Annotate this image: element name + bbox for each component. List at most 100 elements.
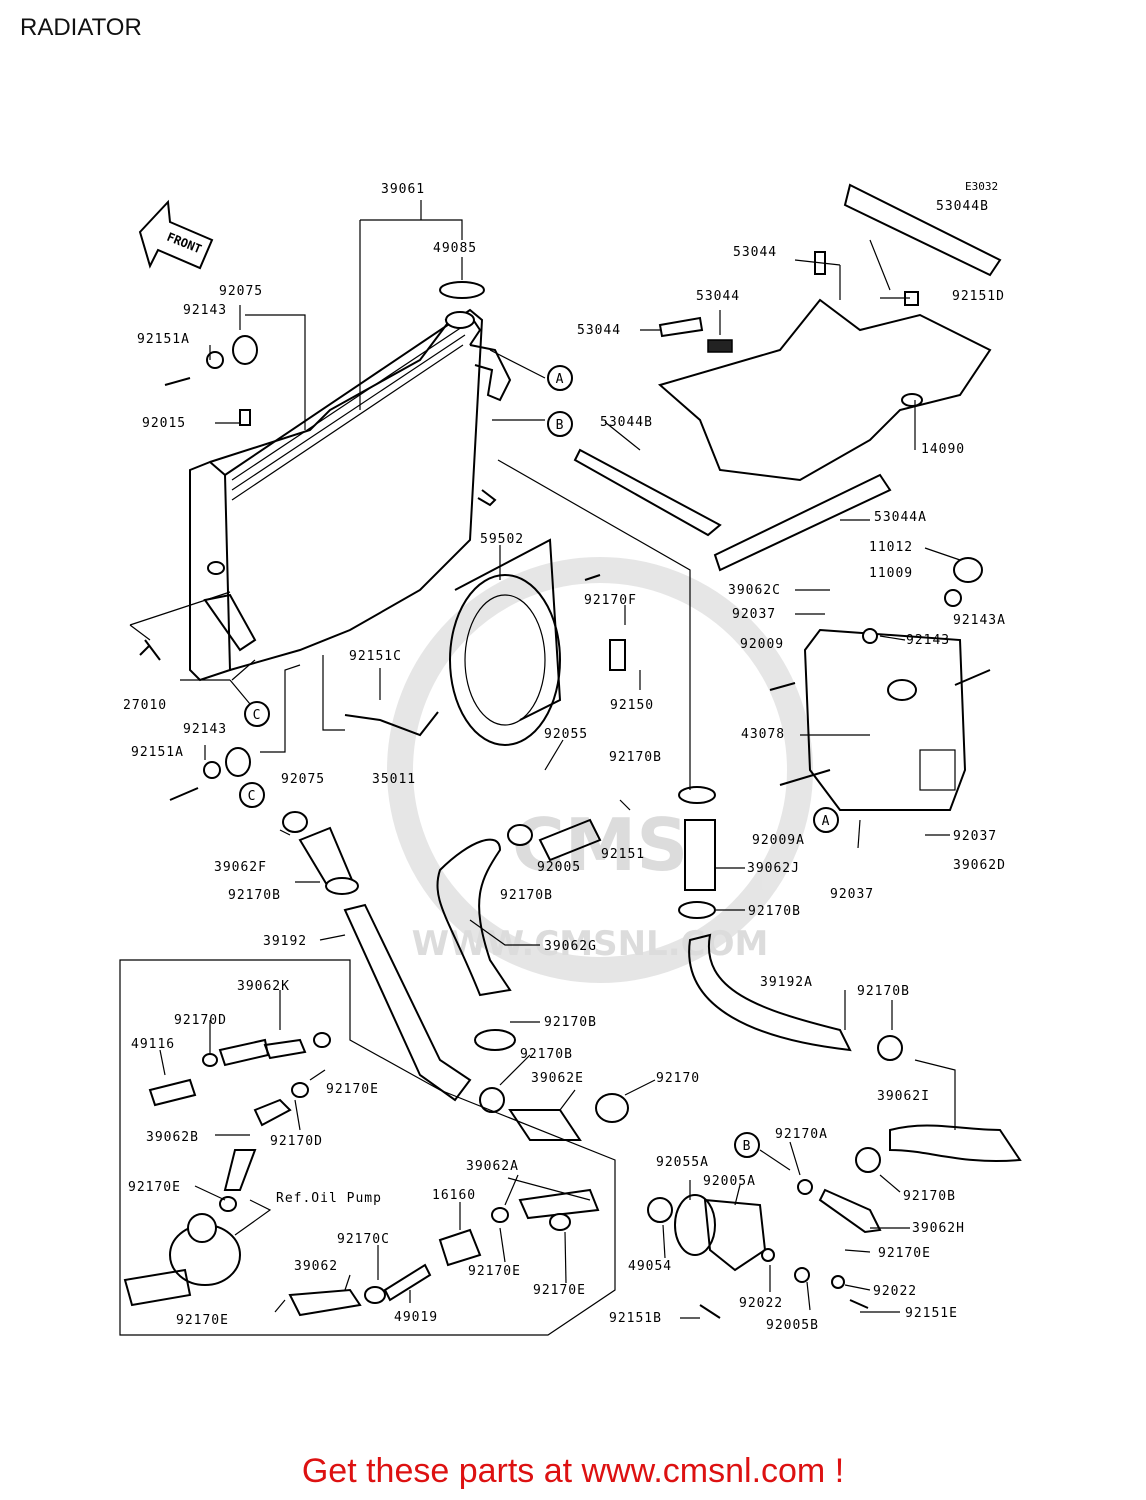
part-label: 92170D bbox=[270, 1134, 323, 1149]
part-label: 92022 bbox=[739, 1296, 783, 1311]
part-label: 92005B bbox=[766, 1318, 819, 1333]
thermostat-housing bbox=[647, 1194, 869, 1319]
part-label: 92170E bbox=[533, 1283, 586, 1298]
part-label: 49019 bbox=[394, 1310, 438, 1325]
part-label: 92151B bbox=[609, 1311, 662, 1326]
washer bbox=[206, 351, 224, 369]
cooling-fan bbox=[449, 538, 626, 746]
grommet bbox=[225, 747, 251, 777]
bolt bbox=[169, 787, 199, 801]
part-label: 39062J bbox=[747, 861, 800, 876]
svg-text:B: B bbox=[556, 418, 565, 433]
svg-text:CMS: CMS bbox=[512, 803, 688, 887]
part-label: 92170B bbox=[500, 888, 553, 903]
svg-text:B: B bbox=[743, 1139, 752, 1154]
part-label: 92037 bbox=[732, 607, 776, 622]
part-label: 92151C bbox=[349, 649, 402, 664]
part-label: 39192 bbox=[263, 934, 307, 949]
part-label: 14090 bbox=[921, 442, 965, 457]
part-label: 39192A bbox=[760, 975, 813, 990]
footer-link[interactable]: Get these parts at www.cmsnl.com ! bbox=[301, 1452, 845, 1490]
part-label: 92150 bbox=[610, 698, 654, 713]
part-label: 53044A bbox=[874, 510, 927, 525]
part-label: 39062K bbox=[237, 979, 290, 994]
part-label: 49116 bbox=[131, 1037, 175, 1052]
callout-a bbox=[813, 807, 839, 833]
part-label: 92143 bbox=[906, 633, 950, 648]
part-label: 92170E bbox=[468, 1264, 521, 1279]
part-label: 39062G bbox=[544, 939, 597, 954]
part-label: 53044 bbox=[696, 289, 740, 304]
part-label: 92055A bbox=[656, 1155, 709, 1170]
part-label: 39062D bbox=[953, 858, 1006, 873]
part-label: 92170B bbox=[544, 1015, 597, 1030]
part-label: 92170B bbox=[228, 888, 281, 903]
part-label: 92009A bbox=[752, 833, 805, 848]
part-label: 92151A bbox=[131, 745, 184, 760]
part-label: 92170B bbox=[857, 984, 910, 999]
oil-pump-inset bbox=[119, 959, 616, 1336]
svg-text:C: C bbox=[253, 708, 262, 723]
leader-lines bbox=[129, 200, 961, 1319]
part-label: 92170B bbox=[748, 904, 801, 919]
hose-clamps bbox=[282, 786, 903, 1195]
part-label: 53044B bbox=[936, 199, 989, 214]
part-label: 39062A bbox=[466, 1159, 519, 1174]
part-label: 92170E bbox=[326, 1082, 379, 1097]
sensor bbox=[139, 639, 161, 661]
part-label: 39062E bbox=[531, 1071, 584, 1086]
bracket-35011 bbox=[344, 711, 439, 737]
part-label: 39062I bbox=[877, 1089, 930, 1104]
washer bbox=[203, 761, 221, 779]
part-label: 53044 bbox=[577, 323, 621, 338]
part-label: 39062C bbox=[728, 583, 781, 598]
part-label: 53044 bbox=[733, 245, 777, 260]
part-label: 11009 bbox=[869, 566, 913, 581]
part-label: 92170C bbox=[337, 1232, 390, 1247]
grommet bbox=[232, 335, 258, 365]
part-label: 92170F bbox=[584, 593, 637, 608]
reservoir-tank bbox=[769, 557, 991, 811]
part-label: 92151 bbox=[601, 847, 645, 862]
part-label: 39062 bbox=[294, 1259, 338, 1274]
radiator bbox=[189, 308, 512, 682]
part-label: 92170B bbox=[609, 750, 662, 765]
radiator-cap bbox=[439, 281, 485, 299]
part-label: 92015 bbox=[142, 416, 186, 431]
part-label: 39062B bbox=[146, 1130, 199, 1145]
shroud-assembly bbox=[573, 183, 1002, 572]
clip bbox=[239, 409, 251, 426]
part-label: 43078 bbox=[741, 727, 785, 742]
part-label: 39062F bbox=[214, 860, 267, 875]
part-label: 92170E bbox=[878, 1246, 931, 1261]
svg-text:A: A bbox=[556, 372, 565, 387]
part-label: 92037 bbox=[830, 887, 874, 902]
part-label: 27010 bbox=[123, 698, 167, 713]
part-labels: 39061 49085 92075 92143 92151A 92015 270… bbox=[123, 182, 1006, 1333]
part-label: 92075 bbox=[219, 284, 263, 299]
part-label: 92151D bbox=[952, 289, 1005, 304]
part-label: 92151E bbox=[905, 1306, 958, 1321]
callout-b bbox=[734, 1132, 760, 1158]
part-label: 35011 bbox=[372, 772, 416, 787]
part-label: 92151A bbox=[137, 332, 190, 347]
part-label: 92170E bbox=[128, 1180, 181, 1195]
part-label: 92143 bbox=[183, 303, 227, 318]
part-label: 39061 bbox=[381, 182, 425, 197]
part-label: 11012 bbox=[869, 540, 913, 555]
part-label: 92075 bbox=[281, 772, 325, 787]
part-label: 92170A bbox=[775, 1127, 828, 1142]
part-label: 39062H bbox=[912, 1221, 965, 1236]
callouts: A B C C A B bbox=[239, 365, 839, 1158]
part-label: 92037 bbox=[953, 829, 997, 844]
callout-b bbox=[547, 411, 573, 437]
callout-c bbox=[239, 782, 265, 808]
callout-a bbox=[547, 365, 573, 391]
part-label: 16160 bbox=[432, 1188, 476, 1203]
part-label: 92009 bbox=[740, 637, 784, 652]
part-label: 92005A bbox=[703, 1174, 756, 1189]
part-label: 49054 bbox=[628, 1259, 672, 1274]
svg-text:A: A bbox=[822, 814, 831, 829]
part-label: 92170E bbox=[176, 1313, 229, 1328]
